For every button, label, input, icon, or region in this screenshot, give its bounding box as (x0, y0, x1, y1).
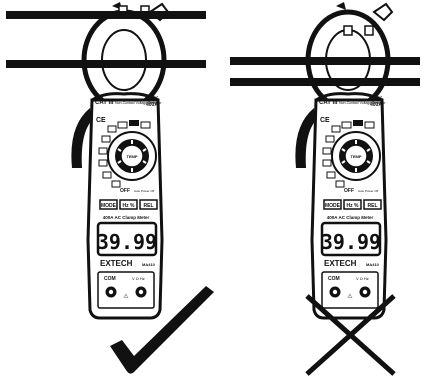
lcd-reading: 39.99 (321, 230, 381, 254)
rel-button[interactable] (139, 199, 158, 210)
rating-voltage: 600V (370, 96, 382, 102)
v-jack-label: V Ω Hz (132, 276, 145, 281)
meter-correct: CAT III Non-Contact Voltage Detector 600… (6, 2, 214, 374)
mode-button[interactable] (323, 199, 342, 210)
ce-mark: CE (320, 117, 330, 124)
rel-button-label: REL (144, 203, 154, 209)
hz-button-label: Hz % (347, 203, 360, 209)
hz-button-label: Hz % (123, 203, 136, 209)
model-number: MA410 (142, 262, 156, 267)
auto-power-off-label: Auto Power Off (358, 189, 378, 193)
warning-icon: ⚠ (123, 293, 129, 300)
brand-logo: EXTECH (100, 259, 133, 268)
input-jacks: COM V Ω Hz ⚠ (321, 271, 379, 309)
hz-button[interactable] (343, 199, 362, 210)
check-mark-icon (110, 286, 214, 374)
lcd-display: 39.99 (320, 221, 382, 257)
mode-button-label: MODE (101, 203, 117, 209)
cross-mark-icon (305, 294, 396, 376)
rating-voltage: 600V (146, 96, 158, 102)
conductor-wire (230, 78, 420, 86)
model-title: 400A AC Clamp Meter (103, 215, 150, 220)
ce-mark: CE (96, 117, 106, 124)
mode-button-label: MODE (325, 203, 341, 209)
dial-function-labels (322, 120, 375, 188)
lcd-reading: 39.99 (97, 230, 157, 254)
dial-center-label: TEMP (126, 154, 137, 159)
off-label: OFF (120, 188, 130, 194)
rating-current: 400A (146, 102, 158, 108)
input-jacks: COM V Ω Hz ⚠ (97, 271, 155, 309)
com-jack-label: COM (328, 276, 340, 282)
button-row: MODE Hz % REL (99, 199, 158, 210)
hz-button[interactable] (119, 199, 138, 210)
rel-button[interactable] (363, 199, 382, 210)
button-row: MODE Hz % REL (323, 199, 382, 210)
meter-body: CAT III Non-Contact Voltage Detector 600… (71, 92, 164, 320)
com-jack-label: COM (104, 276, 116, 282)
v-jack-label: V Ω Hz (356, 276, 369, 281)
cat-rating-label: CAT III (95, 100, 114, 106)
model-number: MA410 (366, 262, 380, 267)
warning-icon: ⚠ (347, 293, 353, 300)
conductor-wire (6, 11, 206, 19)
conductor-wire (230, 57, 420, 65)
rel-button-label: REL (368, 203, 378, 209)
brand-logo: EXTECH (324, 259, 357, 268)
auto-power-off-label: Auto Power Off (134, 189, 154, 193)
model-title: 400A AC Clamp Meter (327, 215, 374, 220)
rotary-dial[interactable]: TEMP (107, 131, 157, 181)
ncv-label: Non-Contact Voltage Detector (115, 101, 162, 105)
dial-center-label: TEMP (350, 154, 361, 159)
dial-function-labels (98, 120, 151, 188)
meter-body: CAT III Non-Contact Voltage Detector 600… (295, 92, 388, 320)
off-label: OFF (344, 188, 354, 194)
mode-button[interactable] (99, 199, 118, 210)
meter-incorrect: CAT III Non-Contact Voltage Detector 600… (230, 2, 420, 376)
lcd-display: 39.99 (96, 221, 158, 257)
conductor-wire (6, 60, 206, 68)
ncv-label: Non-Contact Voltage Detector (339, 101, 386, 105)
cat-rating-label: CAT III (319, 100, 338, 106)
clamp-jaw (305, 2, 394, 111)
rotary-dial[interactable]: TEMP (331, 131, 381, 181)
rating-current: 400A (370, 102, 382, 108)
